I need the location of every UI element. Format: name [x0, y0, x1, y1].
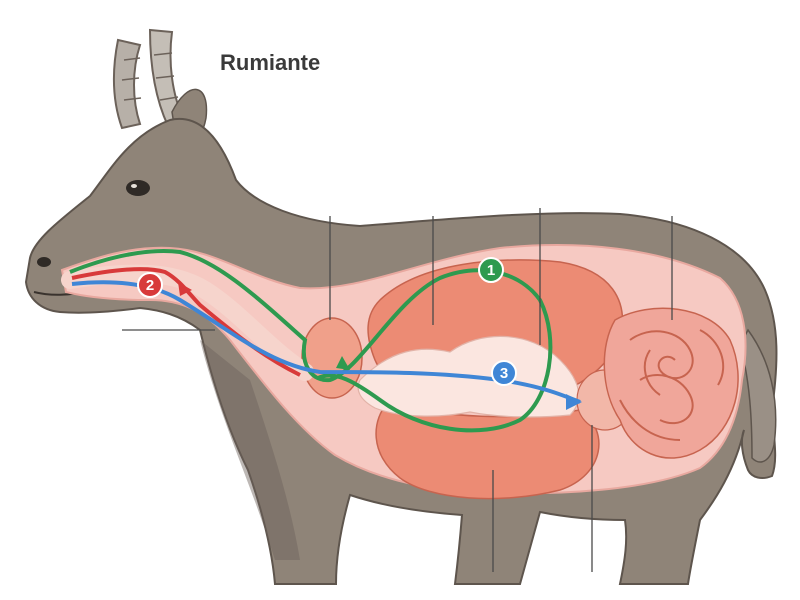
step-number-2: 2 — [146, 277, 154, 294]
red-arrow-head — [178, 282, 192, 296]
step-marker-1: 1 — [478, 257, 504, 283]
eye — [126, 180, 150, 196]
blue-arrow-head — [566, 394, 582, 410]
step-marker-3: 3 — [491, 360, 517, 386]
green-arrow-head — [336, 356, 350, 370]
diagram-title: Rumiante — [220, 50, 320, 75]
label-lines — [122, 208, 673, 572]
omasum — [301, 317, 363, 399]
esophagus — [61, 264, 314, 381]
path-green — [69, 248, 553, 433]
nostril — [37, 257, 51, 267]
step-number-1: 1 — [487, 262, 495, 279]
step-marker-2: 2 — [137, 272, 163, 298]
intestines — [603, 307, 739, 459]
fur-shading — [200, 340, 300, 560]
horns — [112, 28, 186, 130]
step-number-3: 3 — [500, 365, 508, 382]
tail — [739, 328, 777, 463]
eye-highlight — [131, 184, 137, 188]
